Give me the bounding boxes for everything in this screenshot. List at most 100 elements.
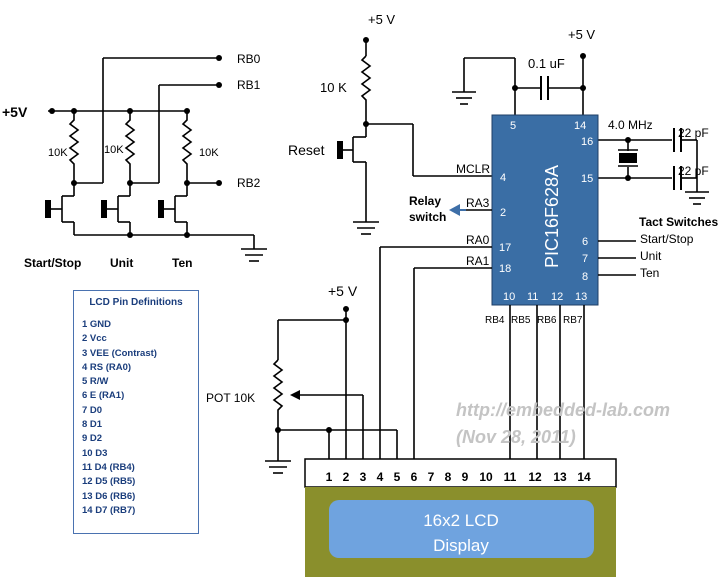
lcd-pin-number: 1 <box>326 470 333 484</box>
lcd-pin-number: 13 <box>553 470 567 484</box>
crystal-icon <box>619 153 637 163</box>
signal-ra0: RA0 <box>466 233 490 247</box>
lcd-pin-header <box>304 458 617 488</box>
lcd-pin-number: 6 <box>411 470 418 484</box>
pin-13: 13 <box>575 291 587 303</box>
lcd-text-line2: Display <box>433 536 489 555</box>
lcd-pin-number: 14 <box>577 470 591 484</box>
pin-10: 10 <box>503 291 515 303</box>
lcd-pin-number: 4 <box>377 470 384 484</box>
reset-label: Reset <box>288 142 325 158</box>
legend-row: 4 RS (RA0) <box>82 361 132 373</box>
chip-name: PIC16F628A <box>542 165 562 268</box>
pot-resistor <box>272 359 284 430</box>
legend-row: 2 Vcc <box>82 333 107 345</box>
switch-label-unit: Unit <box>110 256 133 270</box>
tact-ten: Ten <box>640 266 659 280</box>
lcd-pin-number: 9 <box>462 470 469 484</box>
relay-label-1: Relay <box>409 194 441 208</box>
power-section: +5 V 0.1 uF <box>452 27 595 115</box>
ten-switch <box>158 183 188 235</box>
bus-rb6: RB6 <box>537 315 557 326</box>
legend-row: 9 D2 <box>82 433 103 445</box>
supply-label-chip: +5 V <box>568 27 595 42</box>
supply-label-left: +5V <box>2 104 28 120</box>
pin-12: 12 <box>551 291 563 303</box>
pin-16: 16 <box>581 136 593 148</box>
tact-switch-connections: Tact Switches Start/Stop Unit Ten <box>598 215 718 280</box>
pin-5: 5 <box>510 120 516 132</box>
tact-title: Tact Switches <box>639 215 718 229</box>
pot-section: +5 V POT 10K <box>206 283 398 474</box>
resistor-left2-label: 10K <box>104 144 124 156</box>
pin-11: 11 <box>527 291 538 303</box>
lcd-pin-number: 3 <box>360 470 367 484</box>
pin-7: 7 <box>582 253 588 265</box>
pin-8: 8 <box>582 271 588 283</box>
switch-label-ten: Ten <box>172 256 192 270</box>
pin-4: 4 <box>500 172 506 184</box>
signal-ra1: RA1 <box>466 254 490 268</box>
bus-rb7: RB7 <box>563 315 583 326</box>
lcd-pin-number: 2 <box>343 470 350 484</box>
resistor-left1 <box>68 111 80 183</box>
watermark-url: http://embedded-lab.com <box>456 400 670 420</box>
capacitor-label: 0.1 uF <box>528 56 565 71</box>
signal-ra3: RA3 <box>466 196 490 210</box>
pin-15: 15 <box>581 173 593 185</box>
legend-row: 12 D5 (RB5) <box>82 476 136 488</box>
legend-title: LCD Pin Definitions <box>89 297 183 308</box>
bus-rb5: RB5 <box>511 315 531 326</box>
pin-17: 17 <box>499 242 511 254</box>
lcd-text-line1: 16x2 LCD <box>423 511 499 530</box>
reset-switch <box>337 141 343 159</box>
legend-row: 13 D6 (RB6) <box>82 490 136 502</box>
switch-label-start: Start/Stop <box>24 256 81 270</box>
legend-row: 5 R/W <box>82 376 109 388</box>
ground-icon <box>265 460 291 474</box>
pin-6: 6 <box>582 236 588 248</box>
pin-14: 14 <box>574 120 586 132</box>
resistor-left3-label: 10K <box>199 147 219 159</box>
pin-18: 18 <box>499 263 511 275</box>
ground-icon <box>452 91 476 105</box>
rb2-label: RB2 <box>237 176 261 190</box>
lcd-pin-number: 11 <box>504 470 517 484</box>
lcd-pin-number: 5 <box>394 470 401 484</box>
resistor-pullup-label: 10 K <box>320 80 347 95</box>
unit-switch <box>101 183 131 235</box>
lcd-pin-number: 8 <box>445 470 452 484</box>
switch-section: +5V RB0 RB1 RB2 10K 10K 10K <box>2 52 267 270</box>
legend-row: 10 D3 <box>82 447 108 459</box>
signal-mclr: MCLR <box>456 162 490 176</box>
resistor-left2 <box>124 111 136 183</box>
pic-chip: PIC16F628A 5 14 16 15 4 2 17 18 6 7 8 10… <box>491 114 599 306</box>
pot-wiper-arrow-icon <box>290 390 300 400</box>
bus-rb4: RB4 <box>485 315 505 326</box>
lcd-pin-number: 7 <box>428 470 435 484</box>
crystal-label: 4.0 MHz <box>608 118 653 132</box>
legend-row: 3 VEE (Contrast) <box>82 347 157 359</box>
ground-icon <box>241 248 267 262</box>
watermark-date: (Nov 28, 2011) <box>456 427 576 447</box>
chip-left-signals: MCLR RA3 Relay switch RA0 RA1 <box>379 162 492 459</box>
resistor-left3 <box>181 111 193 183</box>
lcd-pin-number: 12 <box>528 470 542 484</box>
resistor-pullup <box>360 55 372 124</box>
rb0-label: RB0 <box>237 52 261 66</box>
data-bus: RB4 RB5 RB6 RB7 <box>485 305 585 459</box>
pin-2: 2 <box>500 207 506 219</box>
reset-section: +5 V 10 K Reset <box>288 12 492 235</box>
cap2-label: 22 pF <box>678 164 709 178</box>
legend-row: 14 D7 (RB7) <box>82 504 136 516</box>
pot-label: POT 10K <box>206 391 255 405</box>
legend-row: 6 E (RA1) <box>82 390 125 402</box>
relay-arrow-icon <box>449 204 460 216</box>
cap1-label: 22 pF <box>678 126 709 140</box>
ground-icon <box>353 221 379 235</box>
resistor-left1-label: 10K <box>48 147 68 159</box>
supply-label-reset: +5 V <box>368 12 395 27</box>
